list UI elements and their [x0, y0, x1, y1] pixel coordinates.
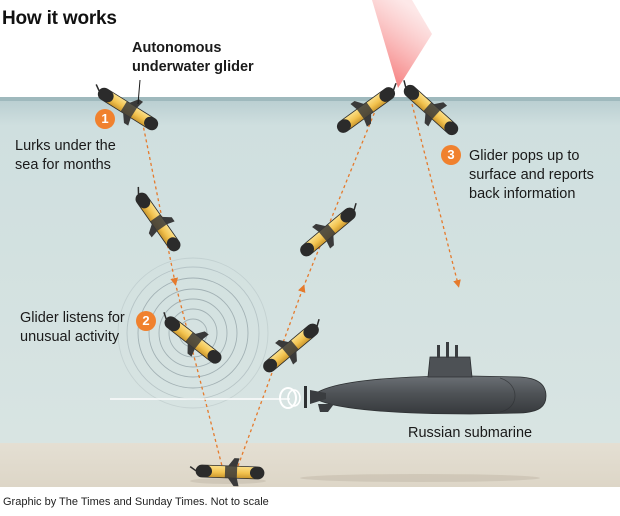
footer-credit: Graphic by The Times and Sunday Times. N…	[3, 496, 269, 508]
sonar-rings	[117, 257, 269, 409]
submarine-wake	[110, 387, 301, 409]
signal-beam	[372, 0, 432, 88]
step-2-badge: 2	[136, 311, 156, 331]
seabed	[0, 443, 620, 487]
sea-surface-line	[0, 97, 620, 101]
submarine	[304, 342, 547, 415]
step-1-badge: 1	[95, 109, 115, 129]
submarine-shadow	[300, 474, 540, 482]
step-3-label: Glider pops up to surface and reports ba…	[469, 148, 594, 202]
step-3-badge: 3	[441, 145, 461, 165]
glider-label: Autonomous underwater glider	[132, 40, 254, 75]
glider-label-pointer	[137, 79, 141, 105]
glider-path	[139, 103, 461, 467]
page-title: How it works	[2, 8, 117, 29]
glider-shadow	[190, 478, 266, 484]
step-2-label: Glider listens for unusual activity	[20, 310, 125, 345]
submarine-label: Russian submarine	[408, 425, 533, 441]
step-1-label: Lurks under the sea for months	[15, 138, 116, 173]
